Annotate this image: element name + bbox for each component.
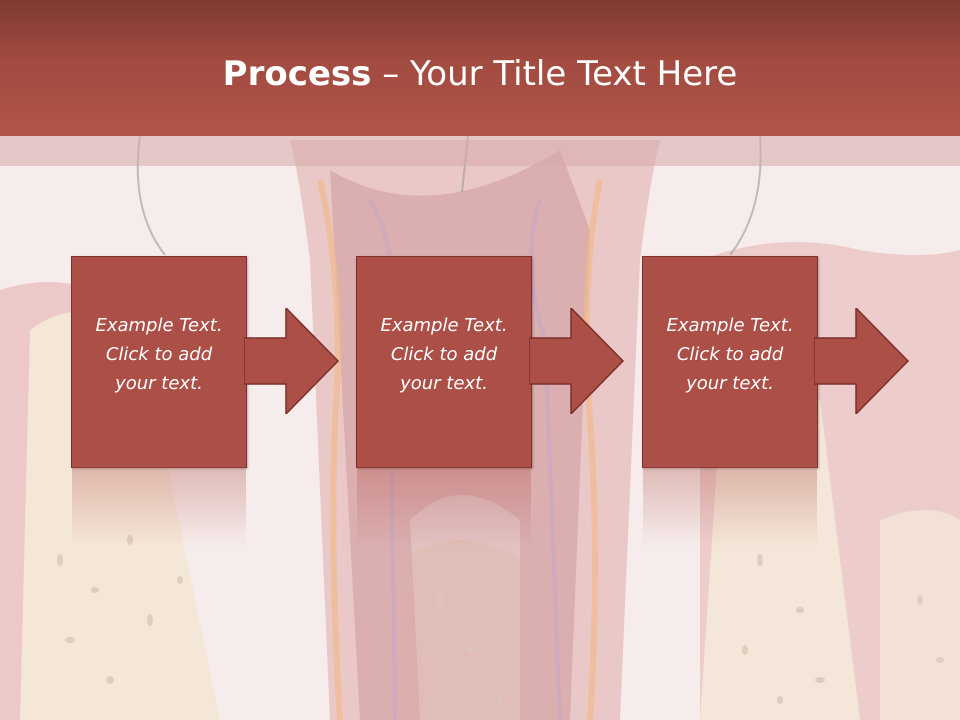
step-1-reflection [72, 467, 246, 547]
title-dash: – [371, 54, 411, 94]
title-band [0, 136, 960, 166]
title-bold-text: Process [222, 54, 372, 94]
process-step-2[interactable]: Example Text. Click to add your text. [356, 256, 532, 468]
process-step-3[interactable]: Example Text. Click to add your text. [642, 256, 818, 468]
title-rest-text: Your Title Text Here [410, 54, 738, 94]
step-3-text[interactable]: Example Text. Click to add your text. [666, 315, 794, 394]
step-2-text[interactable]: Example Text. Click to add your text. [380, 315, 508, 394]
process-step-1[interactable]: Example Text. Click to add your text. [71, 256, 247, 468]
right-arrow-icon [814, 308, 910, 414]
right-arrow-icon [529, 308, 625, 414]
step-2-reflection [357, 467, 531, 547]
slide-title[interactable]: Process – Your Title Text Here [0, 52, 960, 96]
title-bar [0, 0, 960, 136]
right-arrow-icon [244, 308, 340, 414]
step-3-reflection [643, 467, 817, 547]
step-1-text[interactable]: Example Text. Click to add your text. [95, 315, 223, 394]
